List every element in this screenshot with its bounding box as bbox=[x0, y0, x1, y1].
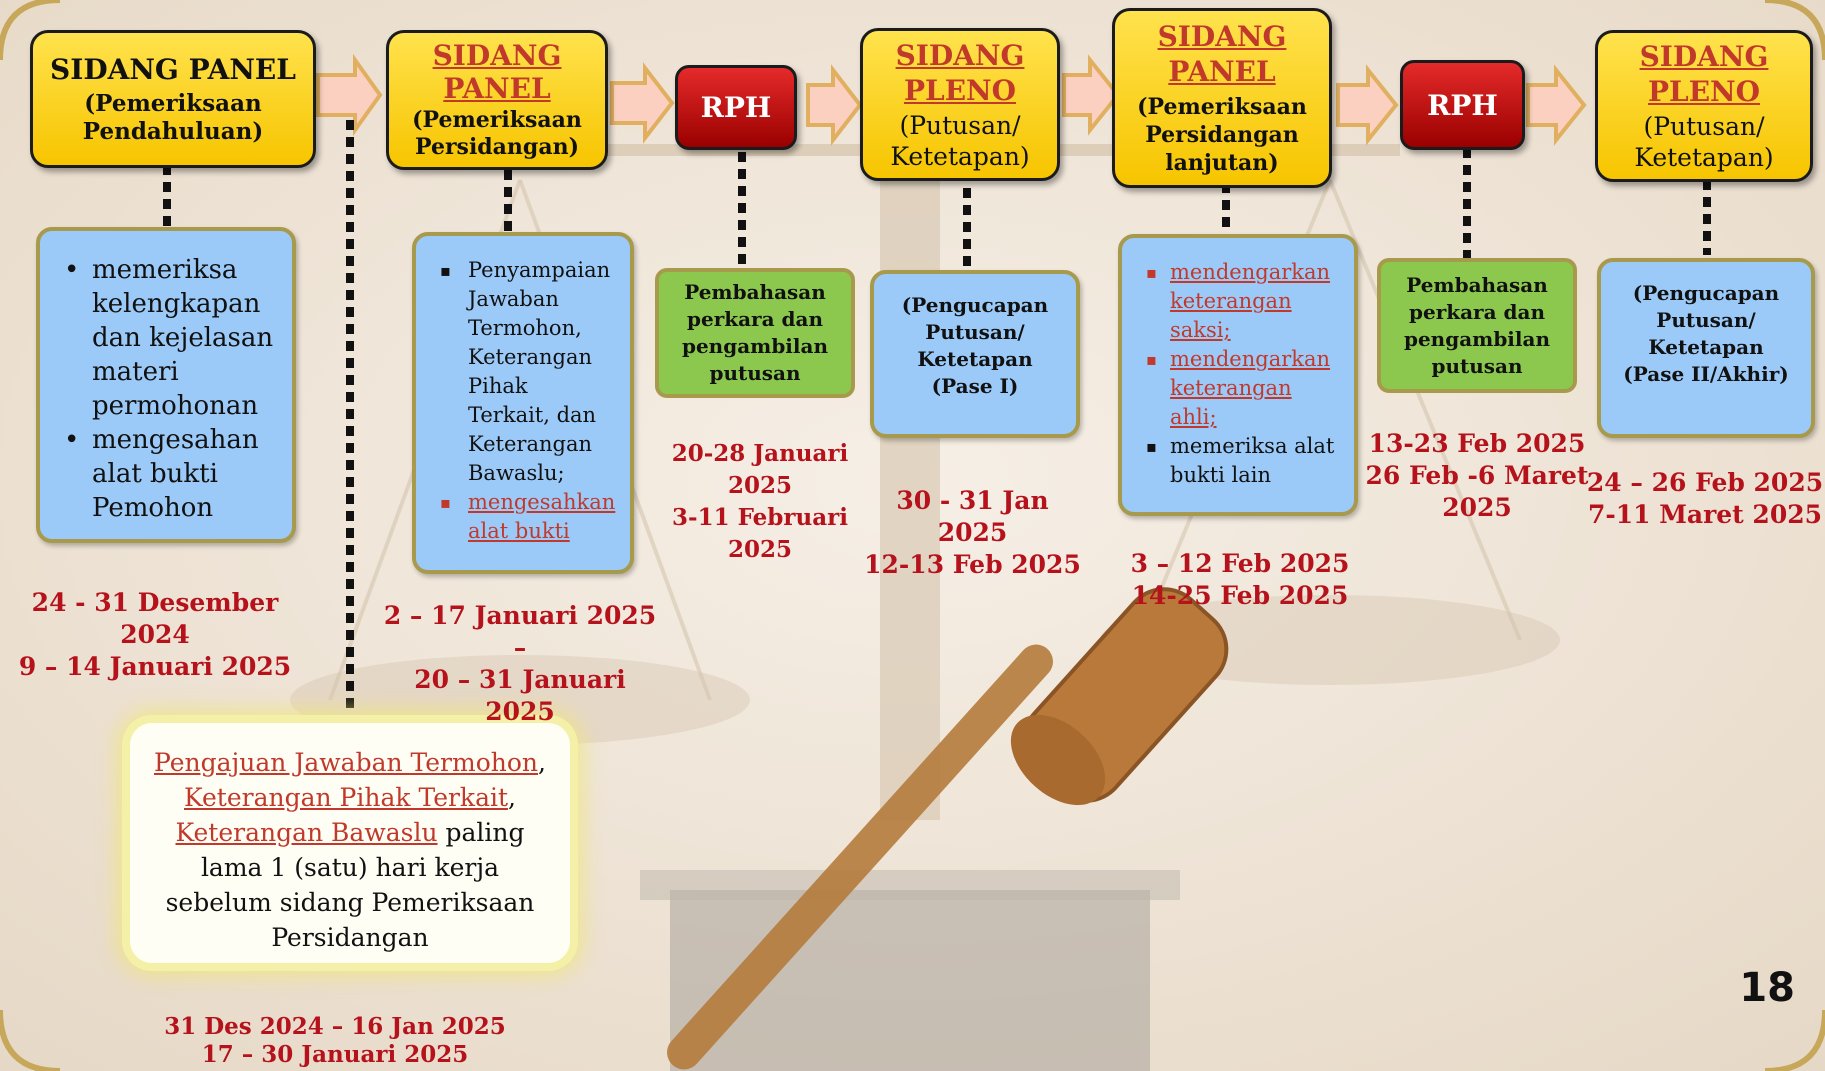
connector-line bbox=[1703, 180, 1711, 255]
stage-sidang-panel-lanjutan: SIDANG PANEL (Pemeriksaan Persidangan la… bbox=[1112, 8, 1332, 188]
detail-item: memeriksa kelengkapan dan kejelasan mate… bbox=[62, 253, 274, 423]
detail-pleno-1: (Pengucapan Putusan/ Ketetapan (Pase I) bbox=[870, 270, 1080, 438]
detail-text: (Pengucapan Putusan/ Ketetapan (Pase II/… bbox=[1623, 281, 1789, 386]
page-number: 18 bbox=[1739, 965, 1795, 1011]
date-range-pendahuluan: 24 - 31 Desember 2024 9 – 14 Januari 202… bbox=[0, 587, 310, 683]
date-line: 14-25 Feb 2025 bbox=[1131, 581, 1349, 610]
note-separator: , bbox=[508, 783, 516, 812]
flow-arrow bbox=[316, 53, 1587, 146]
stage-title-line2: PANEL bbox=[1168, 55, 1276, 88]
stage-sidang-pleno-1: SIDANG PLENO (Putusan/ Ketetapan) bbox=[860, 28, 1060, 181]
detail-item: memeriksa alat bukti lain bbox=[1144, 432, 1340, 490]
date-line: 31 Des 2024 – 16 Jan 2025 bbox=[164, 1013, 506, 1040]
note-link[interactable]: Keterangan Pihak Terkait bbox=[183, 783, 509, 812]
stage-sidang-panel-pendahuluan: SIDANG PANEL (Pemeriksaan Pendahuluan) bbox=[30, 30, 316, 168]
stage-title-line1: SIDANG bbox=[432, 39, 562, 72]
date-range-lanjutan: 3 – 12 Feb 2025 14-25 Feb 2025 bbox=[1125, 548, 1355, 612]
date-line: 3 – 12 Feb 2025 bbox=[1130, 549, 1350, 578]
detail-item: mendengarkan keterangan ahli; bbox=[1144, 345, 1340, 432]
date-line: 24 - 31 Desember 2024 bbox=[31, 588, 279, 649]
date-line: 13-23 Feb 2025 bbox=[1368, 429, 1586, 458]
stage-sidang-pleno-2: SIDANG PLENO (Putusan/ Ketetapan) bbox=[1595, 30, 1813, 182]
note-link[interactable]: Pengajuan Jawaban Termohon bbox=[154, 748, 539, 777]
stage-rph-2: RPH bbox=[1400, 60, 1525, 150]
date-range-pleno-1: 30 - 31 Jan 2025 12-13 Feb 2025 bbox=[860, 485, 1085, 581]
date-range-persidangan: 2 – 17 Januari 2025 – 20 – 31 Januari 20… bbox=[380, 600, 660, 728]
stage-title: RPH bbox=[700, 91, 772, 124]
stage-sidang-panel-persidangan: SIDANG PANEL (Pemeriksaan Persidangan) bbox=[386, 30, 608, 170]
date-line: 20 – 31 Januari 2025 bbox=[414, 665, 626, 726]
date-line: 30 - 31 Jan 2025 bbox=[896, 486, 1049, 547]
gavel-icon bbox=[667, 587, 1229, 1070]
date-range-rph-2: 13-23 Feb 2025 26 Feb -6 Maret 2025 bbox=[1362, 428, 1592, 524]
stage-subtitle: (Putusan/ Ketetapan) bbox=[1634, 112, 1774, 172]
detail-pleno-2: (Pengucapan Putusan/ Ketetapan (Pase II/… bbox=[1597, 258, 1815, 438]
date-line: 26 Feb -6 Maret bbox=[1365, 461, 1589, 490]
detail-item: mengesahan alat bukti Pemohon bbox=[62, 423, 274, 525]
date-range-pleno-2: 24 – 26 Feb 2025 7-11 Maret 2025 bbox=[1585, 467, 1825, 531]
stage-subtitle: (Pemeriksaan Persidangan) bbox=[412, 107, 582, 160]
note-link[interactable]: Keterangan Bawaslu bbox=[175, 818, 438, 847]
detail-pemeriksaan-pendahuluan: memeriksa kelengkapan dan kejelasan mate… bbox=[36, 227, 296, 543]
stage-title: RPH bbox=[1427, 88, 1498, 122]
detail-text: Pembahasan perkara dan pengambilan putus… bbox=[1403, 272, 1551, 378]
date-line: 9 – 14 Januari 2025 bbox=[18, 652, 292, 681]
connector-line bbox=[504, 170, 512, 232]
stage-title-line1: SIDANG bbox=[1157, 20, 1287, 53]
stage-title: SIDANG PANEL bbox=[50, 52, 296, 86]
connector-line bbox=[738, 152, 746, 270]
detail-rph-1: Pembahasan perkara dan pengambilan putus… bbox=[655, 268, 855, 398]
date-line: 24 – 26 Feb 2025 bbox=[1586, 468, 1824, 497]
detail-text: Pembahasan perkara dan pengambilan putus… bbox=[681, 280, 829, 385]
stage-subtitle: (Pemeriksaan Pendahuluan) bbox=[82, 89, 264, 145]
stage-title-line1: SIDANG bbox=[895, 38, 1025, 72]
detail-rph-2: Pembahasan perkara dan pengambilan putus… bbox=[1377, 258, 1577, 393]
date-line: 17 – 30 Januari 2025 bbox=[201, 1041, 469, 1068]
note-separator: , bbox=[538, 748, 546, 777]
date-line: 2025 bbox=[1442, 493, 1512, 522]
detail-pemeriksaan-persidangan: Penyampaian Jawaban Termohon, Keterangan… bbox=[412, 232, 634, 574]
date-line: 3-11 Februari 2025 bbox=[672, 504, 848, 563]
stage-title-line2: PLENO bbox=[903, 73, 1017, 107]
stage-title-line1: SIDANG bbox=[1639, 40, 1769, 73]
note-box: Pengajuan Jawaban Termohon, Keterangan P… bbox=[130, 723, 570, 963]
stage-subtitle: (Pemeriksaan Persidangan lanjutan) bbox=[1137, 94, 1307, 176]
stage-title-line2: PLENO bbox=[1647, 75, 1761, 108]
connector-line bbox=[1222, 183, 1230, 235]
date-range-note: 31 Des 2024 – 16 Jan 2025 17 – 30 Januar… bbox=[160, 1013, 510, 1069]
detail-text: (Pengucapan Putusan/ Ketetapan (Pase I) bbox=[901, 293, 1049, 398]
detail-persidangan-lanjutan: mendengarkan keterangan saksi; mendengar… bbox=[1118, 234, 1358, 516]
date-range-rph-1: 20-28 Januari 2025 3-11 Februari 2025 bbox=[645, 438, 875, 566]
date-line: 7-11 Maret 2025 bbox=[1587, 500, 1823, 529]
connector-line bbox=[163, 165, 171, 227]
detail-item: mendengarkan keterangan saksi; bbox=[1144, 258, 1340, 345]
date-line: 12-13 Feb 2025 bbox=[864, 550, 1081, 579]
date-line: 2 – 17 Januari 2025 – bbox=[383, 601, 657, 662]
stage-rph-1: RPH bbox=[675, 65, 797, 150]
connector-line bbox=[346, 120, 354, 725]
detail-item: Penyampaian Jawaban Termohon, Keterangan… bbox=[438, 256, 616, 488]
connector-line bbox=[963, 188, 971, 270]
stage-subtitle: (Putusan/ Ketetapan) bbox=[890, 110, 1030, 171]
connector-line bbox=[1463, 148, 1471, 260]
note-text: paling lama 1 (satu) hari kerja sebelum … bbox=[165, 818, 535, 952]
date-line: 20-28 Januari 2025 bbox=[671, 440, 849, 499]
stage-title-line2: PANEL bbox=[443, 72, 551, 105]
detail-item: mengesahkan alat bukti bbox=[438, 488, 616, 546]
